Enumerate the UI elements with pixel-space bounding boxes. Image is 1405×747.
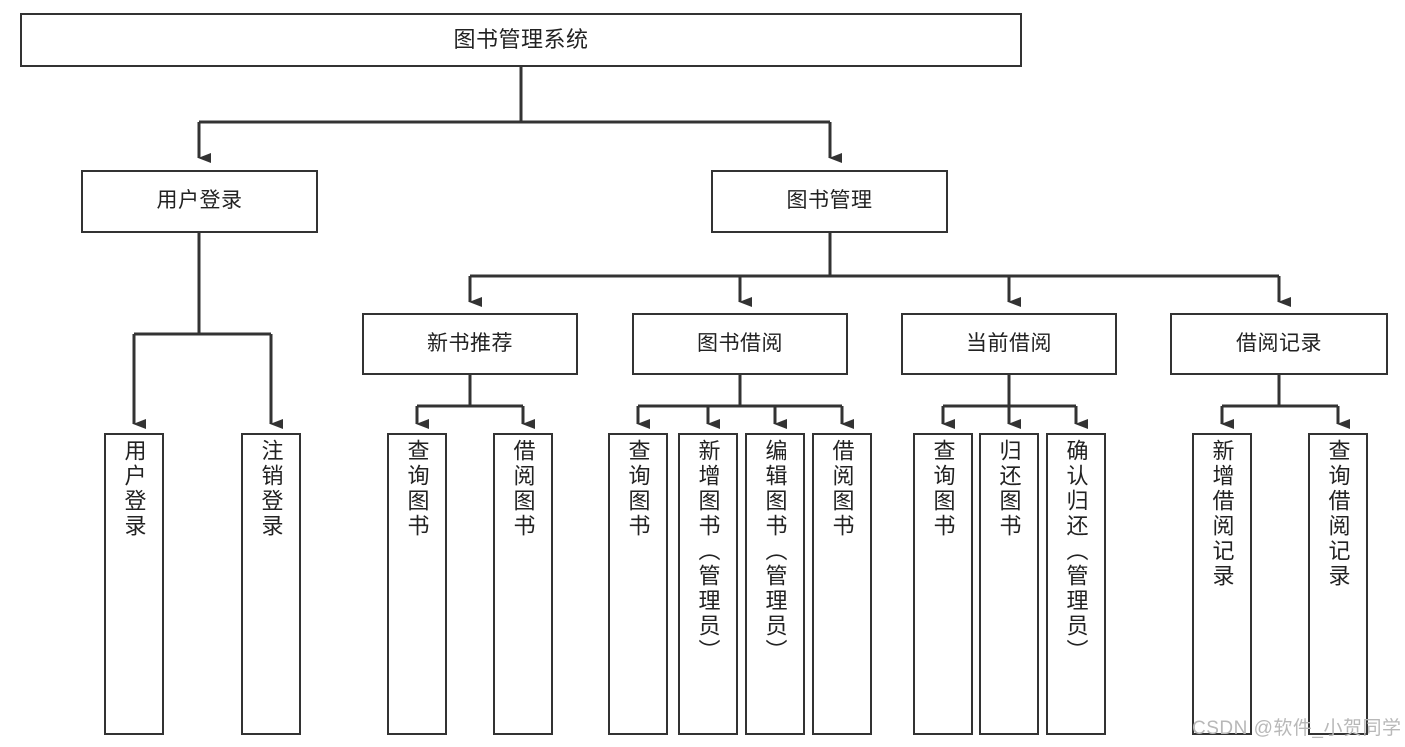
node-label: 查询图书 (404, 439, 430, 539)
node-label: 注销登录 (258, 439, 284, 539)
leaf-record-query-borrow-record[interactable]: 查询借阅记录 (1308, 433, 1368, 735)
node-label: 用户登录 (156, 189, 243, 213)
node-borrow-record[interactable]: 借阅记录 (1170, 313, 1388, 375)
leaf-current-query-book[interactable]: 查询图书 (913, 433, 973, 735)
leaf-recommend-borrow-book[interactable]: 借阅图书 (493, 433, 553, 735)
leaf-borrow-add-book-admin[interactable]: 新增图书（管理员） (678, 433, 738, 735)
leaf-borrow-borrow-book[interactable]: 借阅图书 (812, 433, 872, 735)
node-label: 借阅图书 (829, 439, 855, 539)
node-label: 查询借阅记录 (1325, 439, 1351, 589)
node-label: 新增借阅记录 (1209, 439, 1235, 589)
leaf-borrow-query-book[interactable]: 查询图书 (608, 433, 668, 735)
node-label: 查询图书 (930, 439, 956, 539)
node-label: 新书推荐 (427, 331, 513, 355)
node-label: 编辑图书（管理员） (762, 439, 788, 664)
node-label: 查询图书 (625, 439, 651, 539)
node-label: 确认归还（管理员） (1063, 439, 1089, 664)
node-label: 归还图书 (996, 439, 1022, 539)
node-label: 新增图书（管理员） (695, 439, 721, 664)
node-label: 图书管理 (786, 189, 873, 213)
leaf-current-return-book[interactable]: 归还图书 (979, 433, 1039, 735)
node-new-book-recommend[interactable]: 新书推荐 (362, 313, 578, 375)
leaf-user-logout[interactable]: 注销登录 (241, 433, 301, 735)
node-label: 用户登录 (121, 439, 147, 539)
node-current-borrow[interactable]: 当前借阅 (901, 313, 1117, 375)
node-book-management[interactable]: 图书管理 (711, 170, 948, 233)
leaf-user-login[interactable]: 用户登录 (104, 433, 164, 735)
leaf-recommend-query-book[interactable]: 查询图书 (387, 433, 447, 735)
leaf-current-confirm-return-admin[interactable]: 确认归还（管理员） (1046, 433, 1106, 735)
node-label: 借阅图书 (510, 439, 536, 539)
csdn-watermark: CSDN @软件_小贺同学 (1192, 718, 1402, 739)
node-book-borrow[interactable]: 图书借阅 (632, 313, 848, 375)
node-label: 借阅记录 (1236, 331, 1322, 355)
node-label: 图书借阅 (697, 331, 783, 355)
node-label: 图书管理系统 (453, 27, 589, 53)
leaf-borrow-edit-book-admin[interactable]: 编辑图书（管理员） (745, 433, 805, 735)
node-label: 当前借阅 (966, 331, 1052, 355)
node-root-book-management-system[interactable]: 图书管理系统 (20, 13, 1022, 67)
leaf-record-add-borrow-record[interactable]: 新增借阅记录 (1192, 433, 1252, 735)
node-user-login[interactable]: 用户登录 (81, 170, 318, 233)
